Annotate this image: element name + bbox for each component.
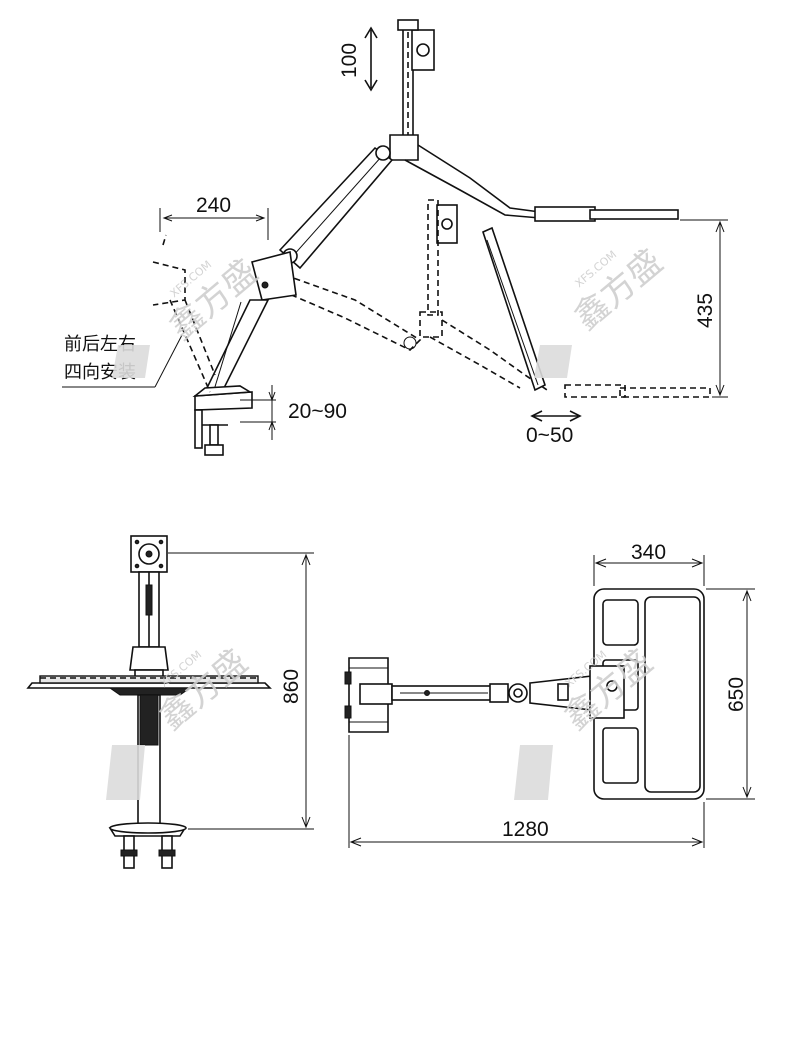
tray-depth-dim-lines bbox=[706, 588, 755, 800]
height-adjust-arrow bbox=[364, 26, 378, 92]
upper-monitor-pole bbox=[397, 19, 435, 138]
dim-clamp-range: 20~90 bbox=[288, 400, 347, 423]
front-tray bbox=[26, 675, 272, 696]
front-pole bbox=[129, 571, 169, 679]
total-length-dim-lines bbox=[348, 735, 705, 848]
plan-tray bbox=[589, 588, 705, 800]
tray-height-dim-lines bbox=[680, 219, 728, 398]
dim-total-height: 860 bbox=[280, 669, 303, 704]
desk-clamp bbox=[192, 385, 253, 456]
lowered-arm-dashed bbox=[279, 274, 422, 351]
dim-tray-height: 435 bbox=[694, 293, 717, 328]
tray-slide-arrow bbox=[530, 410, 582, 422]
front-column bbox=[137, 694, 161, 826]
dim-arm-offset: 240 bbox=[196, 194, 231, 217]
plan-clamp-base bbox=[344, 657, 393, 733]
front-monitor-plate bbox=[130, 535, 168, 573]
dim-tray-slide: 0~50 bbox=[526, 424, 573, 447]
alternate-base-dashed bbox=[152, 208, 269, 393]
upper-tray-arm bbox=[389, 134, 679, 222]
side-elevation-view: 100 bbox=[62, 19, 728, 456]
plan-view: 340 650 1280 bbox=[344, 541, 755, 848]
clamp-dim-lines bbox=[240, 385, 276, 440]
total-height-dim-lines bbox=[168, 552, 314, 830]
dim-height-adjust: 100 bbox=[338, 43, 361, 78]
main-gas-arm bbox=[278, 145, 394, 270]
dim-total-length: 1280 bbox=[502, 818, 549, 841]
lower-position-dashed bbox=[419, 199, 711, 398]
watermark-top-right: 鑫方盛 XFS.COM bbox=[567, 242, 671, 338]
watermark-logo-shapes bbox=[106, 345, 572, 800]
dim-tray-depth: 650 bbox=[725, 677, 748, 712]
plan-arm bbox=[391, 675, 593, 711]
svg-text:鑫方盛: 鑫方盛 bbox=[567, 242, 671, 338]
front-clamp bbox=[108, 822, 187, 869]
dim-tray-width: 340 bbox=[631, 541, 666, 564]
tray-width-dim-lines bbox=[593, 555, 705, 586]
front-view: 860 bbox=[26, 535, 314, 869]
